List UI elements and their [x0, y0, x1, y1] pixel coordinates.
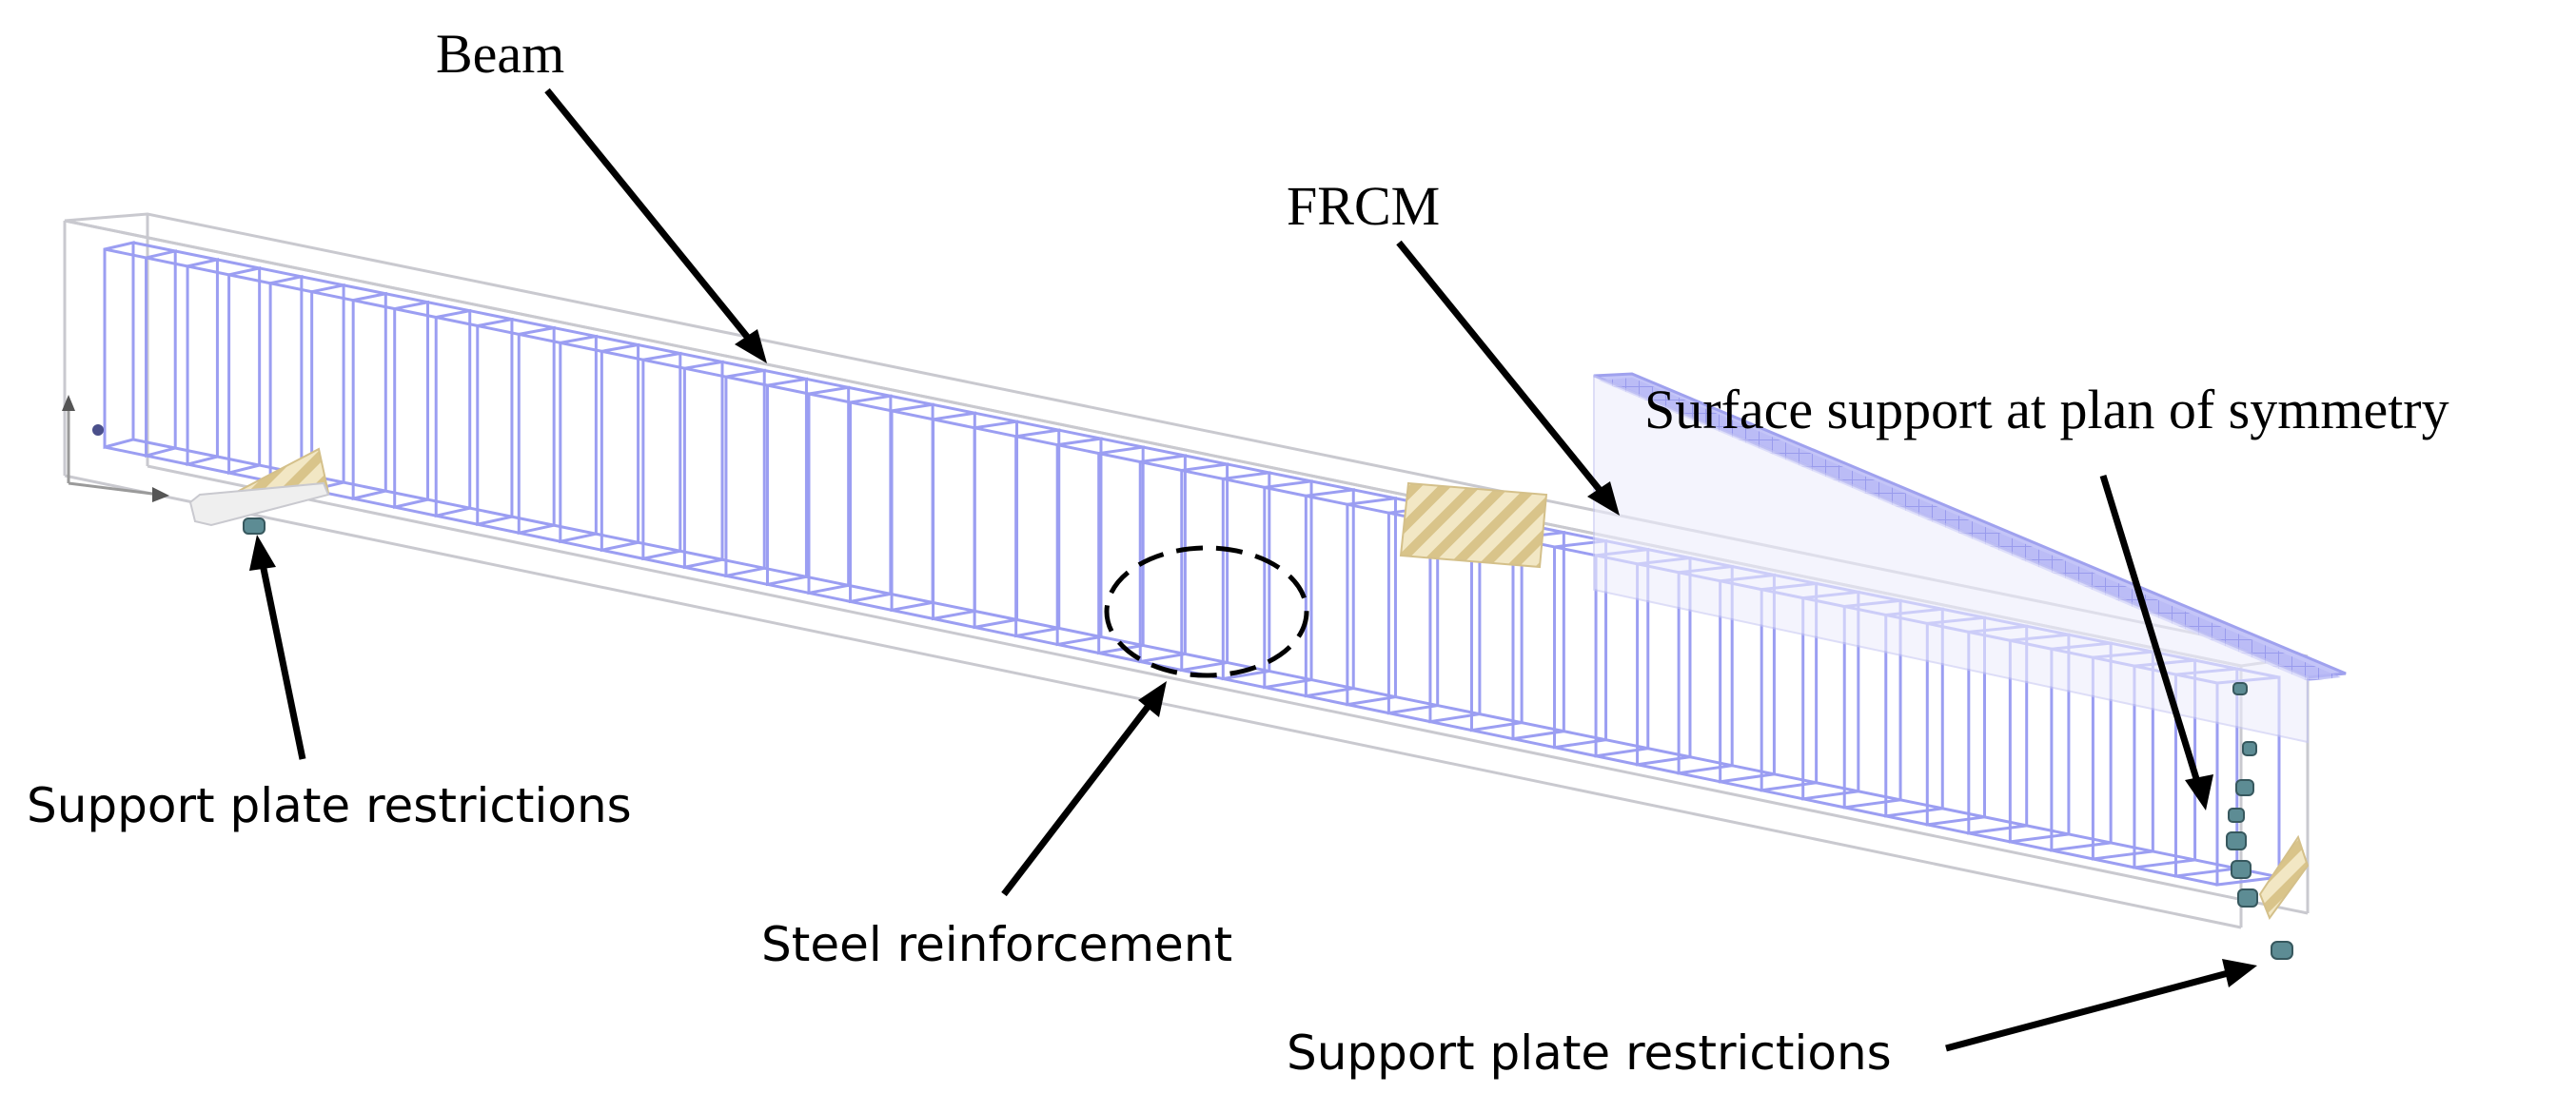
stirrup — [1138, 454, 1187, 664]
left-support-callout-arrow — [249, 535, 306, 760]
stirrup — [1014, 428, 1061, 638]
frcm-side-face — [1593, 374, 2309, 744]
stirrup — [1055, 437, 1103, 647]
stirrup — [1263, 479, 1313, 690]
stirrup — [227, 266, 262, 475]
steel-highlight-ellipse — [1104, 545, 1309, 678]
stirrup — [890, 402, 934, 613]
stirrup — [807, 385, 851, 596]
symmetry-restraint-icon — [2232, 682, 2248, 695]
symmetry-restraint-icon — [2242, 741, 2257, 756]
stirrup — [1511, 530, 1565, 741]
longitudinal-bar — [132, 438, 2280, 879]
beam-edge-back-bottom — [147, 464, 2309, 915]
stirrup — [1221, 471, 1271, 681]
restraint-symbols — [243, 517, 2293, 960]
stirrup — [145, 249, 177, 458]
beam-callout-arrow — [544, 88, 767, 363]
stirrup — [682, 360, 724, 570]
symmetry-restraint-icon — [2237, 888, 2258, 908]
right-restraint-icon — [2271, 941, 2293, 960]
load-plate — [1399, 481, 1548, 569]
stirrup — [1553, 538, 1608, 750]
stirrup — [559, 334, 598, 544]
symmetry-restraint-icon — [2228, 808, 2245, 823]
frcm-callout-arrow — [1396, 240, 1620, 516]
stirrup — [103, 241, 135, 449]
axes-icon — [62, 395, 169, 502]
frcm-mesh — [1599, 378, 2341, 681]
stirrup — [600, 342, 640, 553]
beam-label: Beam — [436, 23, 565, 85]
left-restraint-icon — [243, 517, 265, 535]
stirrup — [849, 394, 893, 604]
symmetry-callout-arrow — [2099, 474, 2213, 810]
symmetry-restraint-icon — [2226, 831, 2247, 850]
stirrup — [1304, 488, 1355, 698]
right-support-label: Support plate restrictions — [1287, 1025, 1892, 1081]
stirrup — [973, 420, 1019, 630]
stirrup — [351, 291, 387, 501]
symmetry-support-label: Surface support at plan of symmetry — [1644, 379, 2449, 440]
steel-reinforcement-label: Steel reinforcement — [761, 917, 1233, 972]
stirrup — [724, 368, 766, 578]
stirrup — [268, 274, 304, 483]
stirrup — [310, 283, 345, 492]
stirrup — [1180, 462, 1229, 673]
left-support-plate-base — [188, 481, 330, 527]
symmetry-restraint-icon — [2231, 860, 2252, 879]
stirrup — [1346, 497, 1397, 707]
frcm-label: FRCM — [1287, 175, 1441, 237]
stirrup — [932, 411, 976, 621]
right-support-plate — [2258, 834, 2310, 921]
stirrup — [476, 317, 514, 527]
stirrup — [641, 351, 682, 561]
stirrup — [393, 300, 430, 510]
callout-arrows — [249, 88, 2257, 1052]
stirrup — [1097, 445, 1145, 655]
left-support-label: Support plate restrictions — [27, 778, 632, 833]
stirrup — [186, 258, 219, 466]
steel-callout-arrow — [1001, 681, 1167, 897]
stirrup — [517, 325, 556, 536]
stirrup — [765, 377, 808, 587]
symmetry-restraint-icon — [2235, 779, 2254, 796]
right-support-callout-arrow — [1945, 959, 2257, 1052]
stirrup — [434, 308, 472, 518]
